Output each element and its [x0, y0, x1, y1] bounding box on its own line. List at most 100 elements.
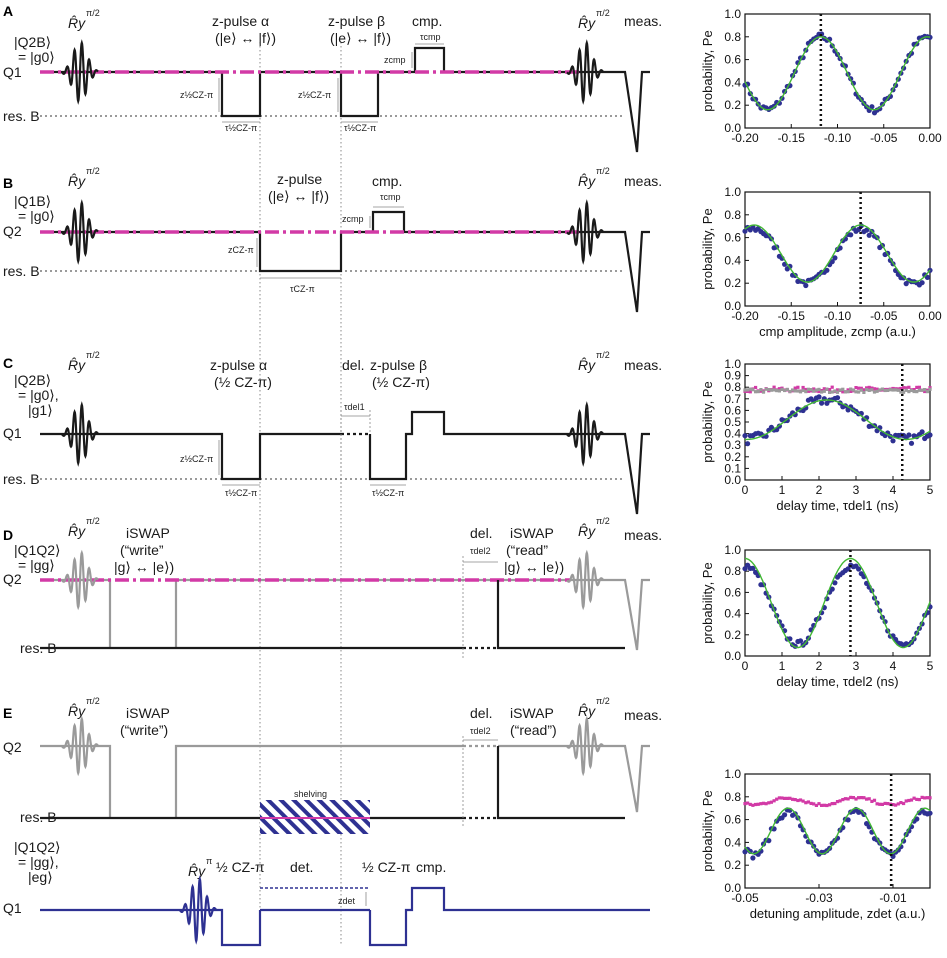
- chart-c-point: [894, 388, 898, 392]
- panel-b-zpulse-sub: (|e⟩ ↔ |f⟩): [268, 188, 329, 204]
- panel-b-ry-left: R̂y: [68, 173, 86, 189]
- panel-b-qubit: Q2: [3, 223, 22, 239]
- chart-b-xtick-label: -0.20: [731, 309, 759, 323]
- chart-e-point: [743, 802, 747, 806]
- panel-a-qubit: Q1: [3, 64, 22, 80]
- chart-d-xtick-label: 2: [816, 659, 823, 673]
- panel-e-ry-pi-sup: π: [206, 856, 212, 866]
- chart-c-point: [767, 388, 771, 392]
- chart-d-xtick-label: 5: [927, 659, 934, 673]
- chart-c-point: [820, 390, 824, 394]
- panel-e-half1: ½ CZ-π: [216, 859, 265, 875]
- chart-b-point: [924, 274, 931, 280]
- chart-e-point: [845, 817, 851, 823]
- panel-c-state-eq: = |g0⟩,: [18, 387, 59, 403]
- panel-e-ry-right: R̂y: [578, 703, 596, 719]
- chart-c-point: [872, 387, 877, 391]
- chart-e-point: [751, 803, 755, 807]
- chart-c-xtick-label: 5: [927, 483, 934, 497]
- chart-e-point: [775, 797, 779, 801]
- chart-c-point: [817, 387, 821, 391]
- panel-a: A |Q2B⟩ = |g0⟩ Q1 res. B R̂y π/2 R̂y π/2…: [3, 3, 662, 153]
- chart-e-point: [912, 796, 916, 800]
- chart-c-ytick-label: 0.5: [724, 415, 741, 429]
- chart-c-ytick-label: 0.3: [724, 438, 741, 452]
- panel-a-ry-right-sup: π/2: [596, 8, 610, 18]
- chart-e-point: [754, 802, 758, 807]
- panel-d-letter: D: [3, 527, 13, 543]
- panel-e-meas: meas.: [624, 707, 662, 723]
- panel-d-res-line-2: [496, 580, 625, 650]
- panel-c-z-half1: z½CZ-π: [180, 454, 213, 464]
- chart-c-point: [743, 388, 747, 392]
- chart-c-point: [841, 390, 845, 394]
- panel-b-letter: B: [3, 175, 13, 191]
- panel-e-ry-left: R̂y: [68, 703, 86, 719]
- panel-e-tau-del2: τdel2: [470, 726, 491, 736]
- panel-e-qubit1: Q1: [3, 900, 22, 916]
- chart-c-point: [830, 390, 834, 394]
- chart-d-point: [829, 586, 835, 592]
- chart-c-point: [843, 390, 847, 394]
- chart-e-point: [907, 798, 911, 803]
- chart-c-point: [748, 390, 752, 394]
- panel-e-pulse-right: [566, 715, 604, 777]
- chart-c-xlabel: delay time, τdel1 (ns): [776, 498, 898, 513]
- chart-e-point: [923, 796, 927, 800]
- chart-a-xtick-label: -0.10: [824, 131, 852, 145]
- chart-d-ytick-label: 1.0: [724, 543, 741, 557]
- chart-c-point: [791, 388, 795, 392]
- chart-e-ytick-label: 1.0: [724, 767, 741, 781]
- chart-b-point: [803, 282, 809, 289]
- panel-b-tau-cz: τCZ-π: [290, 284, 315, 294]
- panel-b-ry-right-sup: π/2: [596, 166, 610, 176]
- chart-a-ytick-label: 0.0: [724, 121, 741, 135]
- panel-b-arrows: [256, 206, 404, 279]
- chart-e-point: [814, 803, 818, 807]
- chart-c-ytick-label: 0.8: [724, 380, 741, 394]
- panel-a-state-eq: = |g0⟩: [18, 49, 55, 65]
- chart-a-xtick-label: -0.20: [731, 131, 759, 145]
- chart-e-point: [846, 797, 850, 801]
- chart-c-point: [825, 387, 829, 391]
- chart-e-point: [785, 796, 789, 800]
- chart-e-point: [798, 798, 803, 802]
- chart-c-xtick-label: 2: [816, 483, 823, 497]
- chart-c-point: [814, 388, 818, 392]
- panel-a-ry-left-sup: π/2: [86, 8, 100, 18]
- panel-c-q-line-2: [368, 410, 650, 515]
- chart-e-point: [920, 795, 924, 799]
- chart-e-point: [825, 803, 829, 808]
- chart-c-point: [809, 388, 813, 392]
- chart-c-point: [923, 389, 927, 394]
- chart-e-point: [862, 796, 866, 800]
- chart-c-point: [899, 386, 903, 391]
- panel-c-meas: meas.: [624, 357, 662, 373]
- chart-c-point: [806, 387, 810, 391]
- chart-d-xtick-label: 3: [853, 659, 860, 673]
- panel-e-pulse-pi: [179, 875, 217, 945]
- panel-b-state-eq: = |g0⟩: [18, 208, 55, 224]
- chart-e-ytick-label: 0.0: [724, 881, 741, 895]
- chart-e-ylabel: probability, Pe: [700, 790, 715, 871]
- chart-b-point: [742, 228, 748, 234]
- chart-e-point: [793, 798, 797, 802]
- chart-e-point: [817, 802, 821, 806]
- panel-d-ry-left: R̂y: [68, 523, 86, 539]
- chart-e-point: [820, 803, 824, 807]
- panel-e-ry-right-sup: π/2: [596, 696, 610, 706]
- panel-c-ry-right: R̂y: [578, 357, 596, 373]
- chart-c-point: [819, 400, 825, 406]
- chart-e-point: [791, 797, 795, 801]
- panel-c-pulse-right: [566, 401, 604, 467]
- chart-c-point: [865, 388, 869, 392]
- guide-lines: [259, 42, 342, 945]
- chart-e-point: [917, 798, 921, 802]
- chart-e-point: [809, 801, 813, 805]
- panel-e-shelving: shelving: [294, 789, 327, 799]
- chart-c-point: [830, 385, 834, 389]
- chart-c-point: [883, 388, 887, 393]
- chart-d-ytick-label: 0.8: [724, 564, 741, 578]
